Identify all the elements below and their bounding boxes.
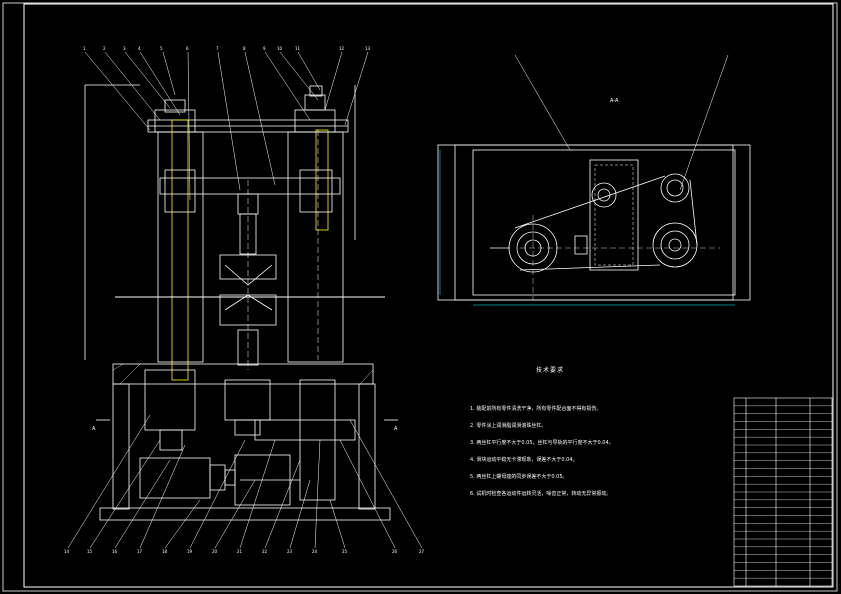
requirement-6: 6. 试机时检查各运动件运转灵活，噪音正常，转动无异常振动。 (470, 491, 612, 497)
svg-text:25: 25 (342, 549, 348, 554)
svg-text:17: 17 (137, 549, 143, 554)
svg-text:3: 3 (123, 46, 126, 51)
svg-text:11: 11 (295, 46, 301, 51)
svg-text:1: 1 (83, 46, 86, 51)
svg-text:4: 4 (138, 46, 141, 51)
svg-text:8: 8 (243, 46, 246, 51)
svg-text:15: 15 (87, 549, 93, 554)
svg-text:23: 23 (287, 549, 293, 554)
svg-text:22: 22 (262, 549, 268, 554)
requirement-2: 2. 零件涂上润滑脂润滑滚珠丝杠。 (470, 423, 547, 429)
svg-text:5: 5 (160, 46, 163, 51)
section-view-aa (437, 54, 751, 306)
svg-text:7: 7 (216, 46, 219, 51)
requirement-5: 5. 两丝杠上螺母座的同步误差不大于0.05。 (470, 474, 568, 480)
svg-text:13: 13 (365, 46, 371, 51)
title-block-rows (734, 405, 832, 579)
svg-text:2: 2 (103, 46, 106, 51)
section-arrow-left: A (92, 426, 96, 432)
svg-text:21: 21 (237, 549, 243, 554)
svg-text:27: 27 (419, 549, 425, 554)
requirement-3: 3. 两丝杠平行度不大于0.05，丝杠与导轨的平行度不大于0.04。 (470, 440, 614, 446)
svg-text:24: 24 (312, 549, 318, 554)
svg-text:18: 18 (162, 549, 168, 554)
svg-text:12: 12 (339, 46, 345, 51)
svg-text:10: 10 (277, 46, 283, 51)
svg-text:9: 9 (263, 46, 266, 51)
svg-text:6: 6 (186, 46, 189, 51)
svg-text:19: 19 (187, 549, 193, 554)
requirement-1: 1. 装配前所有零件清洗干净，所有零件配合面不得有损伤。 (470, 406, 602, 412)
front-view (67, 51, 423, 549)
svg-text:16: 16 (112, 549, 118, 554)
requirement-4: 4. 滑块运动平稳无卡滞现象，误差不大于0.04。 (470, 457, 578, 463)
svg-text:26: 26 (392, 549, 398, 554)
section-view-label: A-A (610, 98, 619, 104)
section-arrow-right: A (394, 426, 398, 432)
drawing-frame (23, 3, 834, 588)
svg-text:14: 14 (64, 549, 70, 554)
technical-requirements-title: 技术要求 (536, 367, 565, 374)
svg-text:20: 20 (212, 549, 218, 554)
